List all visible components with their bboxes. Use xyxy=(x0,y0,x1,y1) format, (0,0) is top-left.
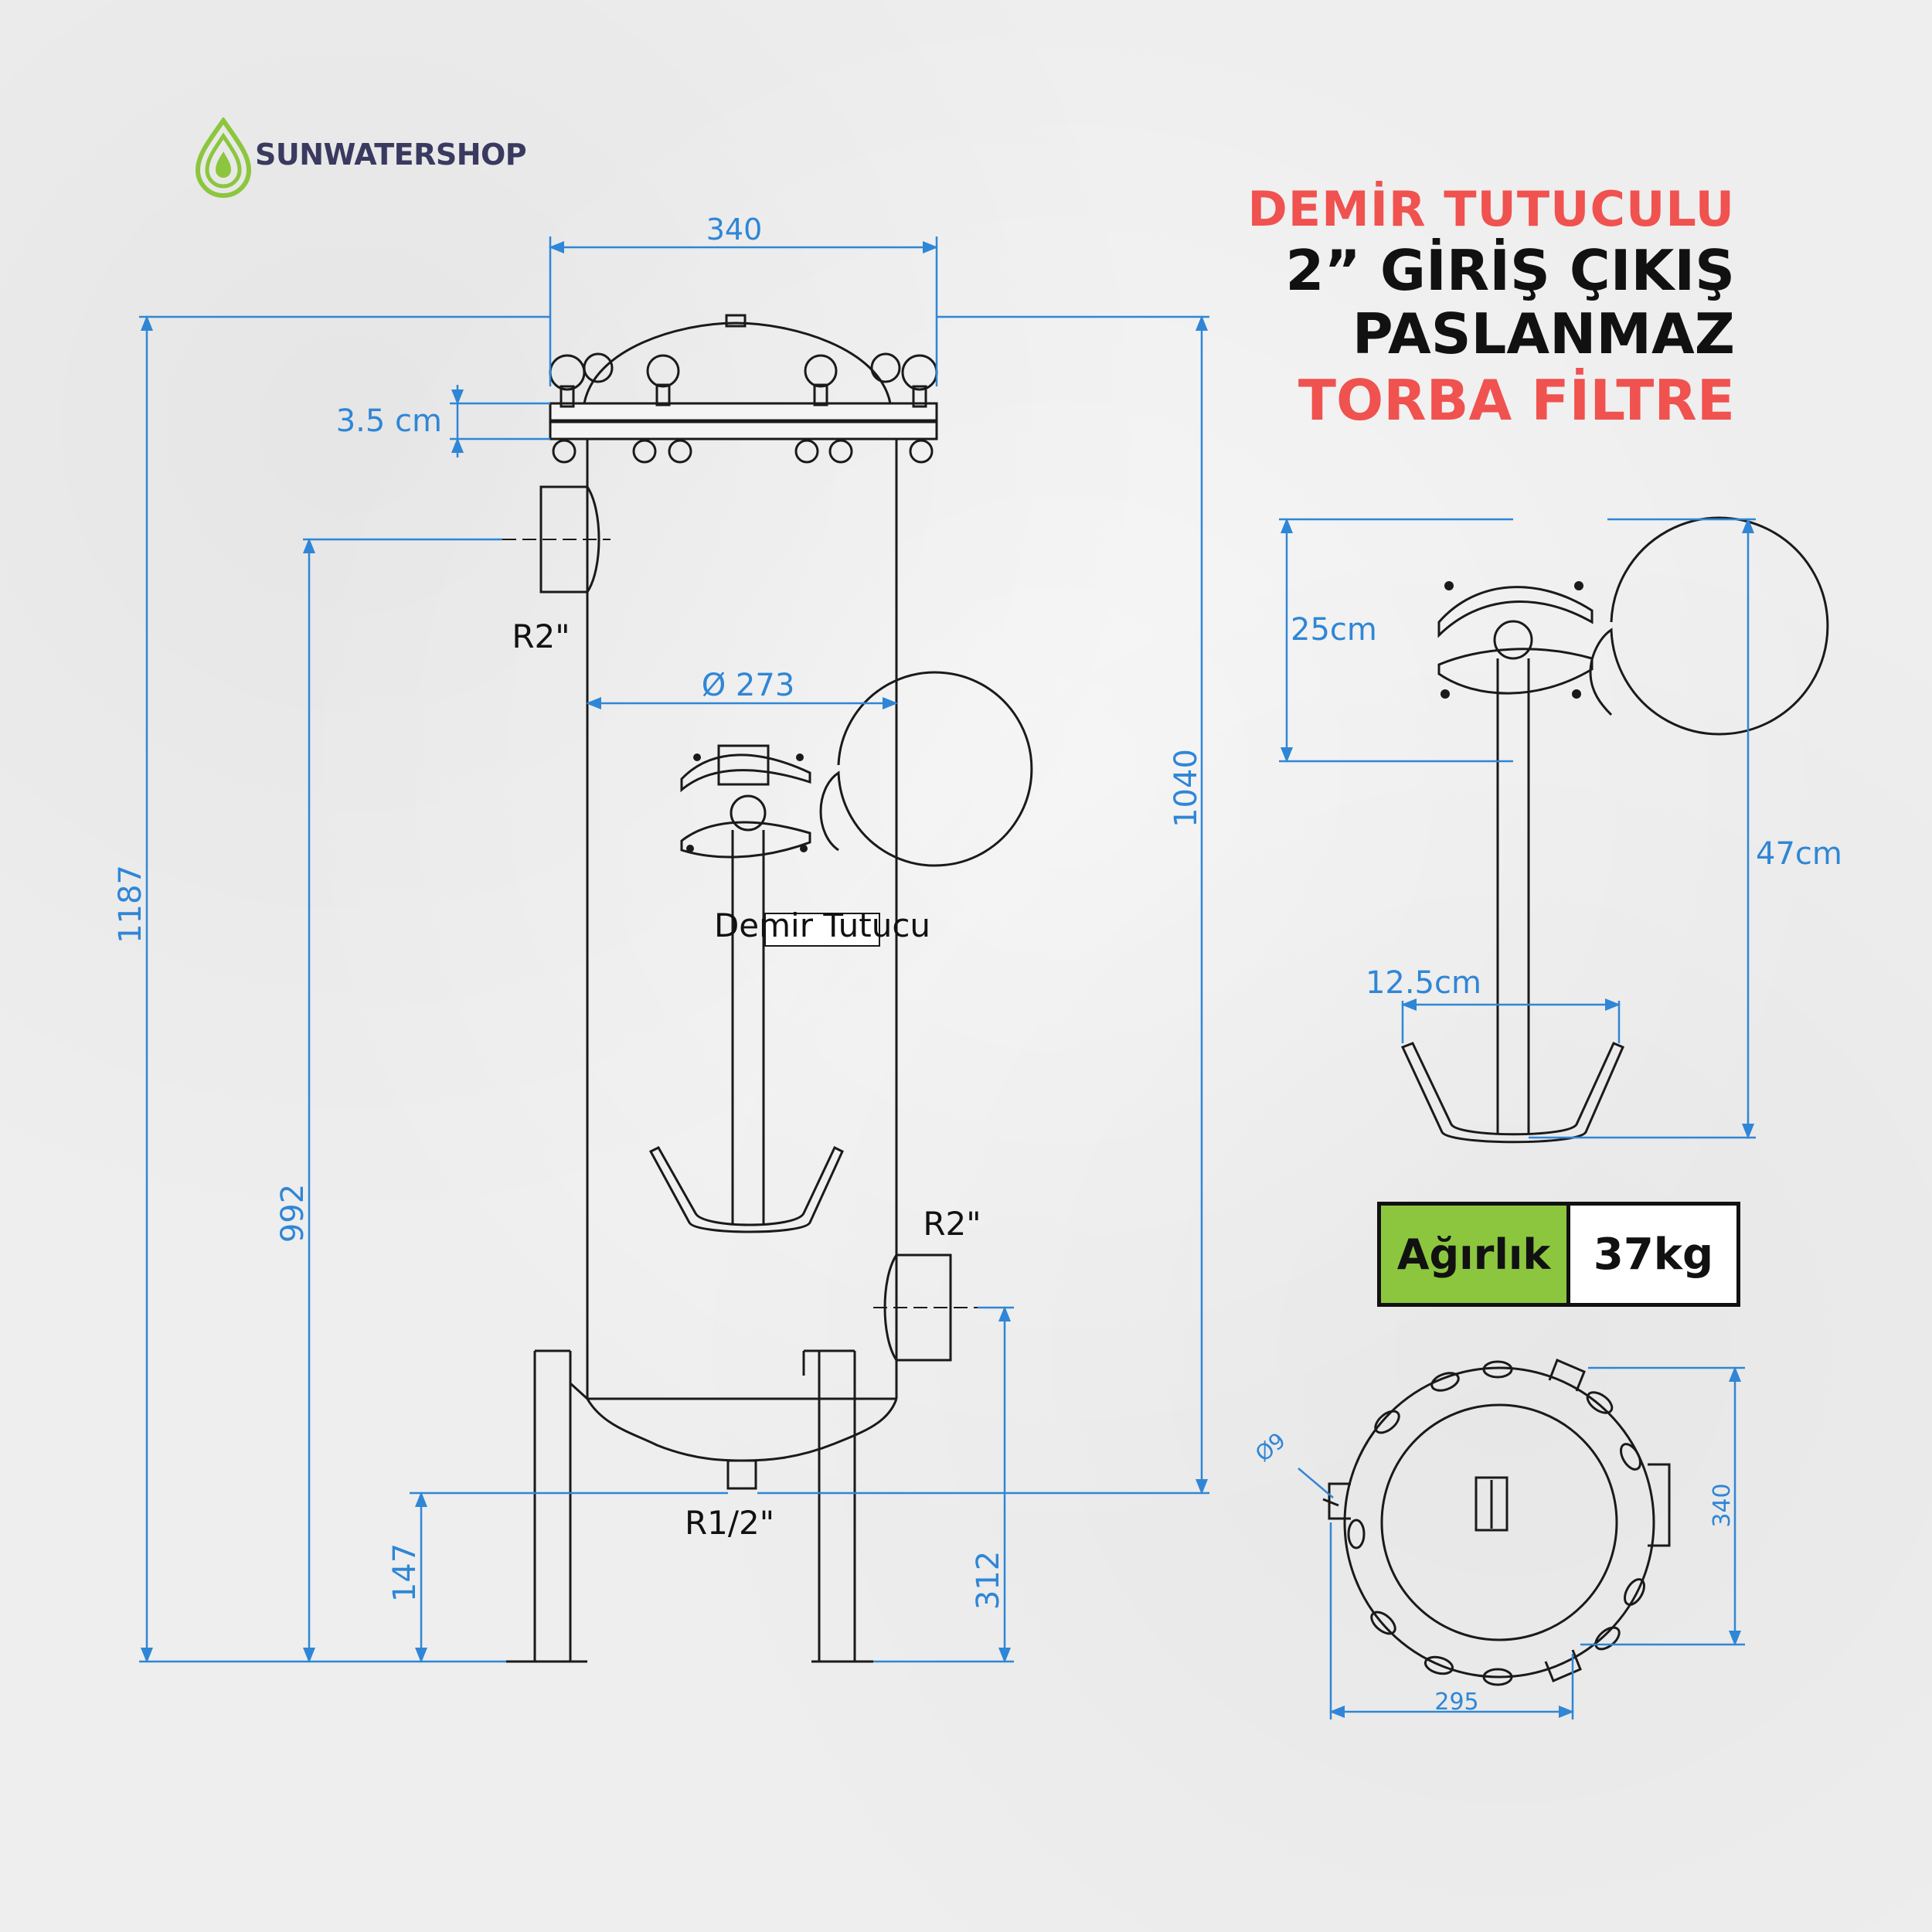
dim-top-width: 340 xyxy=(706,213,763,247)
top-view-bolts xyxy=(1347,1360,1645,1686)
dim-total-height: 1187 xyxy=(113,865,148,944)
basket-holder-label: Demir Tutucu xyxy=(714,906,930,944)
holder-view xyxy=(1400,516,1829,1144)
dim-top-view-width: 295 xyxy=(1434,1689,1478,1716)
dim-holder-height: 47cm xyxy=(1756,836,1842,872)
title-line-1: DEMİR TUTUCULU xyxy=(1247,181,1735,237)
main-view-dimensions: 340 3.5 cm 1187 992 147 Ø 273 1040 312 xyxy=(113,213,1209,1663)
lid-flange-top xyxy=(549,402,938,422)
weight-table: Ağırlık 37kg xyxy=(1377,1202,1740,1307)
dim-body-height: 1040 xyxy=(1168,749,1204,828)
drain-port xyxy=(726,1459,757,1490)
water-drop-icon xyxy=(195,117,252,198)
leg-left xyxy=(533,1349,589,1662)
product-title: DEMİR TUTUCULU 2” GİRİŞ ÇIKIŞ PASLANMAZ … xyxy=(1247,181,1735,433)
dim-lid-height: 3.5 cm xyxy=(336,403,442,439)
filter-body xyxy=(586,439,898,1399)
top-view-dimensions: Ø9 340 295 xyxy=(1250,1366,1745,1719)
holder-view-dimensions: 25cm 47cm 12.5cm xyxy=(1279,518,1842,1139)
dim-plate-height: 25cm xyxy=(1291,612,1377,648)
top-view xyxy=(1322,1359,1671,1686)
basket-holder: Demir Tutucu xyxy=(648,671,1033,1233)
bottom-dish xyxy=(586,1398,898,1462)
inlet-port xyxy=(539,485,587,594)
drain-label: R1/2" xyxy=(685,1504,774,1542)
leg-right xyxy=(802,1349,856,1662)
dim-top-view-height: 340 xyxy=(1709,1483,1736,1527)
top-view-lugs xyxy=(1322,1359,1671,1682)
dim-body-diameter: Ø 273 xyxy=(702,668,795,703)
lid-flange-bottom xyxy=(549,420,938,440)
brand-logo: SUNWATERSHOP xyxy=(195,117,597,202)
title-line-2: 2” GİRİŞ ÇIKIŞ xyxy=(1285,238,1735,303)
lid-dome xyxy=(583,321,892,404)
title-line-3: PASLANMAZ xyxy=(1352,301,1735,366)
eye-bolts xyxy=(549,352,938,464)
dim-outlet-height: 312 xyxy=(971,1551,1006,1610)
weight-label: Ağırlık xyxy=(1381,1206,1570,1303)
dim-hole: Ø9 xyxy=(1250,1427,1291,1467)
outlet-label: R2" xyxy=(923,1205,981,1243)
main-view: Demir Tutucu R2" R2" R1/2" xyxy=(502,314,1033,1663)
dim-inlet-height: 992 xyxy=(275,1184,311,1243)
outlet-port xyxy=(896,1253,952,1362)
weight-value: 37kg xyxy=(1570,1206,1736,1303)
dim-drain-height: 147 xyxy=(387,1543,423,1602)
dim-basket-width: 12.5cm xyxy=(1366,965,1481,1001)
title-line-4: TORBA FİLTRE xyxy=(1298,368,1735,433)
lid-vent xyxy=(725,314,747,328)
inlet-label: R2" xyxy=(512,617,570,655)
brand-name: SUNWATERSHOP xyxy=(255,138,527,172)
